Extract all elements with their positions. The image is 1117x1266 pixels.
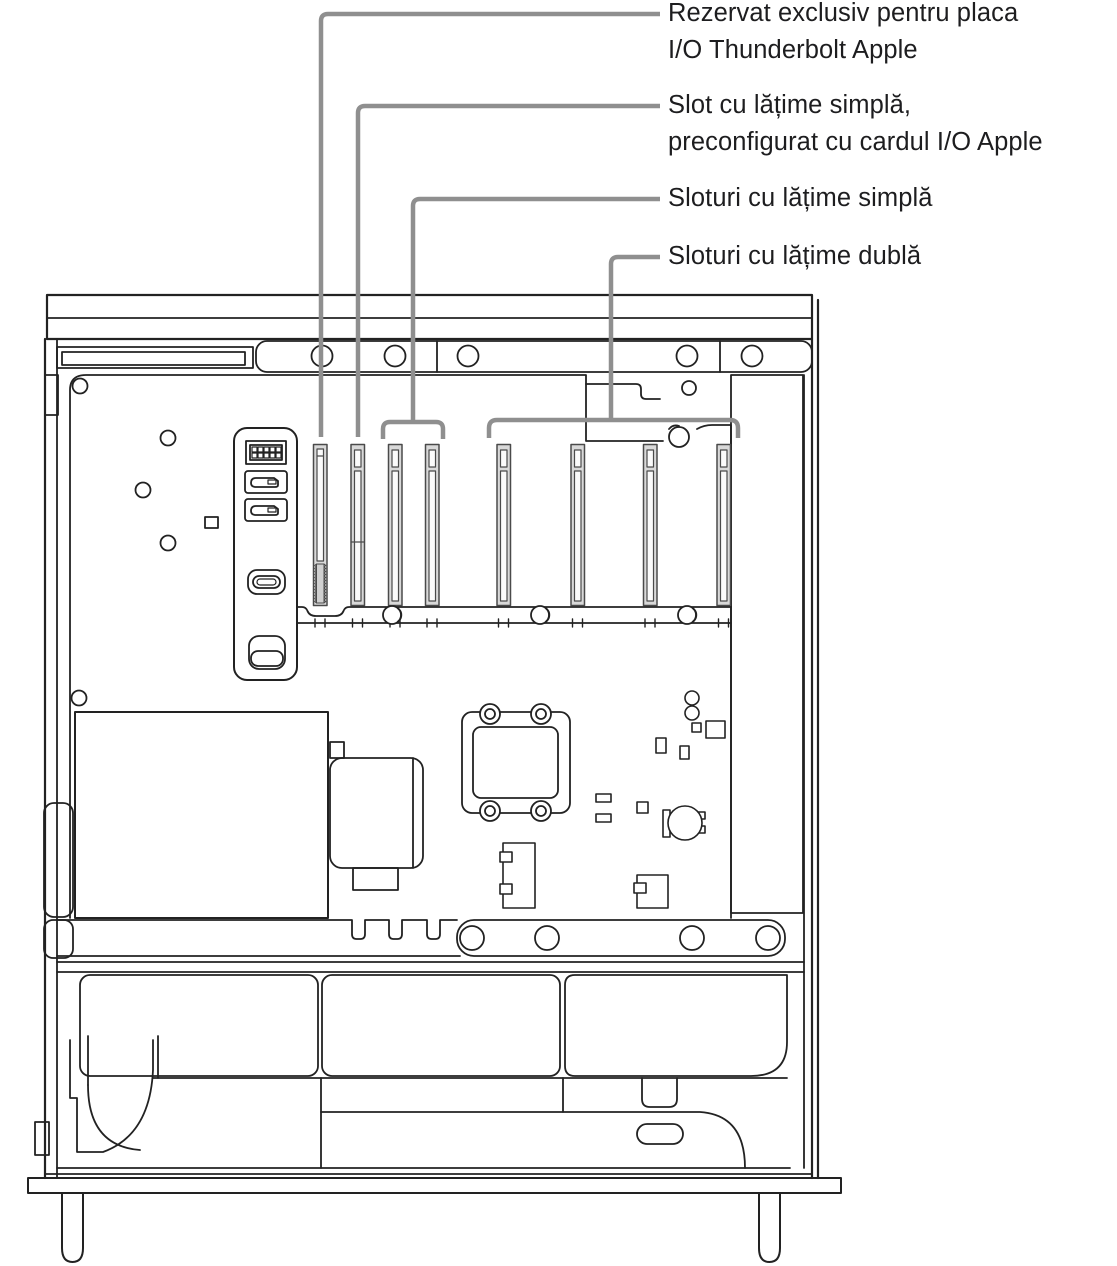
right-bay-column	[730, 374, 804, 914]
callout-line: Slot cu lățime simplă,	[668, 91, 912, 119]
latch-handle	[636, 1123, 684, 1145]
aux-header	[633, 874, 669, 909]
coin-battery	[662, 805, 706, 841]
power-connector-icon	[245, 440, 287, 465]
latch-pin	[668, 426, 690, 448]
slot-rail	[296, 605, 732, 628]
usb-c-port-icon	[247, 569, 286, 595]
leader-thunderbolt	[318, 11, 660, 437]
base-and-feet	[27, 1177, 842, 1263]
leader-single-slots	[410, 196, 660, 421]
double-width-slot	[716, 443, 732, 607]
callout-line: Sloturi cu lățime dublă	[668, 242, 922, 270]
logic-board	[69, 374, 804, 919]
rear-port-panel	[233, 427, 298, 681]
lower-chassis	[44, 919, 813, 1175]
displayport-icon	[244, 498, 288, 522]
cpu-socket	[461, 703, 571, 822]
bracket-double-slots	[486, 417, 741, 438]
callout-label-single-width-slots: Sloturi cu lățime simplă	[668, 180, 933, 217]
callout-line: Sloturi cu lățime simplă	[668, 184, 933, 212]
power-header	[499, 842, 536, 909]
leader-double-slots	[608, 254, 660, 419]
air-duct	[69, 1035, 159, 1153]
double-width-slot	[496, 443, 512, 607]
thunderbolt-slot	[312, 443, 328, 607]
pcie-slots	[312, 443, 732, 607]
latch-tab	[641, 1077, 678, 1108]
displayport-icon	[244, 470, 288, 494]
rear-foot	[758, 1192, 781, 1263]
board-components	[499, 690, 726, 909]
callout-label-double-width-slots: Sloturi cu lățime dublă	[668, 238, 921, 275]
single-width-slot	[424, 443, 440, 607]
single-width-slot	[387, 443, 403, 607]
heatsink-module	[329, 741, 424, 891]
enclosure-frame	[34, 293, 820, 1180]
callout-line: preconfigurat cu cardul I/O Apple	[668, 127, 1043, 156]
fan-bays	[79, 974, 788, 1077]
handle-slot-icon	[248, 635, 286, 670]
callout-label-single-width-io-slot: Slot cu lățime simplă, preconfigurat cu …	[668, 87, 1043, 160]
callout-line: I/O Thunderbolt Apple	[668, 35, 918, 64]
callout-leader-lines	[318, 11, 741, 439]
double-width-slot	[570, 443, 586, 607]
leader-single-io	[355, 103, 660, 437]
front-foot	[61, 1192, 84, 1263]
bracket-single-slots	[380, 419, 446, 439]
double-width-slot	[642, 443, 658, 607]
single-width-slot	[350, 443, 366, 607]
callout-line: Rezervat exclusiv pentru placa	[668, 0, 1019, 27]
callout-label-thunderbolt-reserved: Rezervat exclusiv pentru placa I/O Thund…	[668, 0, 1018, 68]
power-supply	[74, 711, 329, 919]
